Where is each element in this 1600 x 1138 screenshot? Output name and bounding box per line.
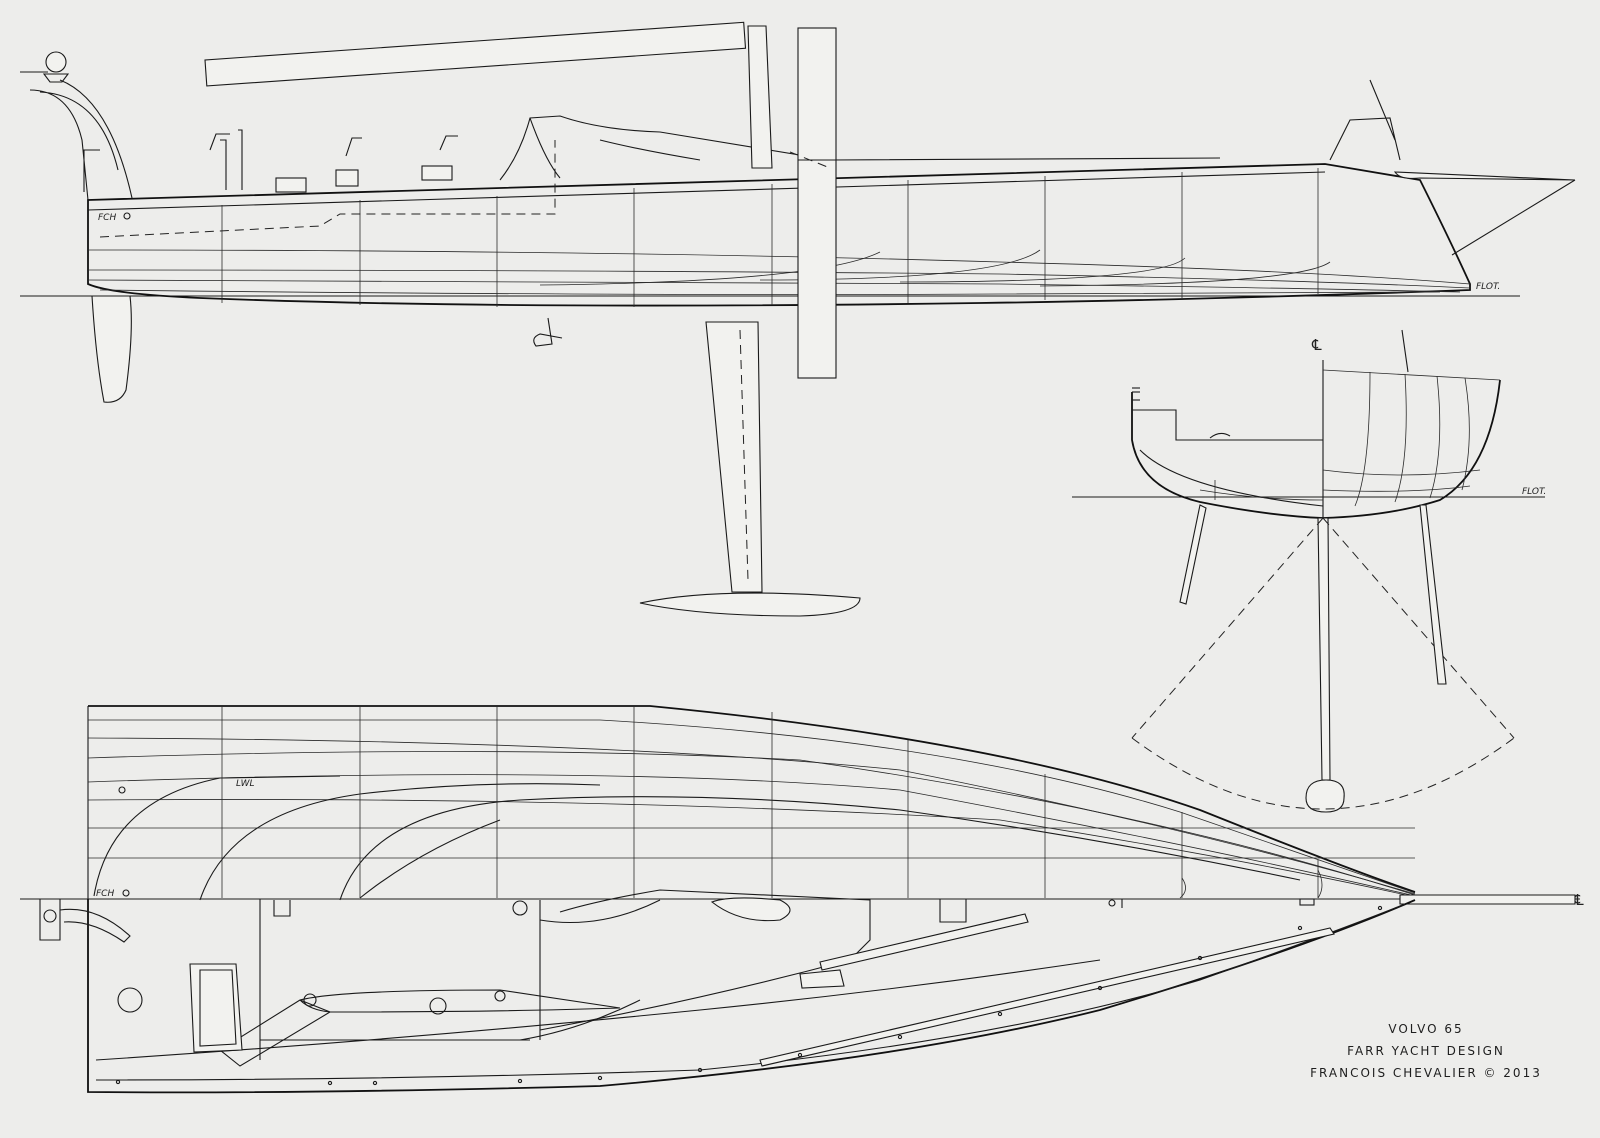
winch-plan-1 bbox=[117, 987, 143, 1013]
body-section-view: ℄ FLOT. bbox=[1072, 329, 1546, 813]
signature-plan: FCH bbox=[96, 889, 114, 899]
profile-winches bbox=[209, 129, 458, 193]
mast-stub bbox=[747, 25, 773, 169]
plan-hatch bbox=[710, 897, 791, 922]
waterline-label-section: FLOT. bbox=[1522, 487, 1546, 497]
section-keel-bulb bbox=[1305, 779, 1345, 813]
profile-cockpit-dashed bbox=[99, 140, 556, 238]
lwl-label: LWL bbox=[236, 779, 255, 789]
title-designer: FARR YACHT DESIGN bbox=[1347, 1044, 1505, 1058]
title-block: VOLVO 65 FARR YACHT DESIGN FRANCOIS CHEV… bbox=[1296, 1018, 1556, 1084]
centerline-symbol-plan: ℄ bbox=[1573, 891, 1584, 909]
title-author: FRANCOIS CHEVALIER © 2013 bbox=[1310, 1066, 1542, 1080]
winch-plan-3 bbox=[429, 997, 447, 1015]
winch-plan-4 bbox=[494, 990, 506, 1002]
plan-track-1 bbox=[819, 913, 1029, 971]
profile-view: FCH FLOT. bbox=[20, 21, 1576, 617]
profile-coachroof bbox=[499, 115, 1221, 181]
daggerboard-profile bbox=[797, 27, 837, 379]
boom bbox=[204, 21, 747, 87]
keel-fin-profile bbox=[705, 321, 763, 593]
plan-sheer-line bbox=[88, 705, 1416, 893]
section-keel-fin bbox=[1317, 517, 1331, 781]
bow-pulpit bbox=[1329, 79, 1401, 161]
grinder-pedestal bbox=[189, 963, 243, 1053]
keel-cant-arc bbox=[1131, 517, 1515, 810]
plan-deck-outline bbox=[87, 899, 1416, 1094]
winch-plan-5 bbox=[512, 900, 528, 916]
stanchion-dots bbox=[115, 905, 1383, 1086]
section-daggerboard-stbd bbox=[1419, 504, 1447, 685]
signature-profile: FCH bbox=[98, 213, 116, 223]
keel-bulb-profile bbox=[639, 592, 861, 617]
cockpit-outline bbox=[259, 899, 541, 1060]
centerline-symbol-section: ℄ bbox=[1311, 336, 1322, 354]
profile-sheer-line bbox=[87, 171, 1326, 211]
stern-plan-gear bbox=[39, 899, 131, 943]
plan-track-2 bbox=[759, 927, 1335, 1067]
stern-gantry bbox=[29, 79, 133, 201]
bowsprit-plan bbox=[1399, 894, 1576, 905]
section-daggerboard-port bbox=[1179, 504, 1207, 605]
waterline-label-profile: FLOT. bbox=[1476, 282, 1500, 292]
winch-plan-2 bbox=[303, 993, 317, 1007]
plan-view: ℄ bbox=[20, 705, 1584, 1094]
rudder-profile bbox=[91, 295, 132, 403]
bowsprit-profile bbox=[1393, 171, 1576, 181]
title-model: VOLVO 65 bbox=[1388, 1022, 1464, 1036]
